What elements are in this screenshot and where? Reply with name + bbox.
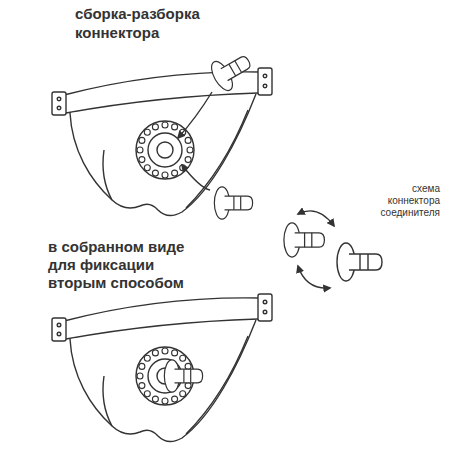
note-label: схема коннектора соединителя	[365, 183, 440, 219]
heading-label: в собранном виде для фиксации вторым спо…	[48, 238, 188, 292]
heading-label: сборка-разборка коннектора	[75, 4, 215, 42]
